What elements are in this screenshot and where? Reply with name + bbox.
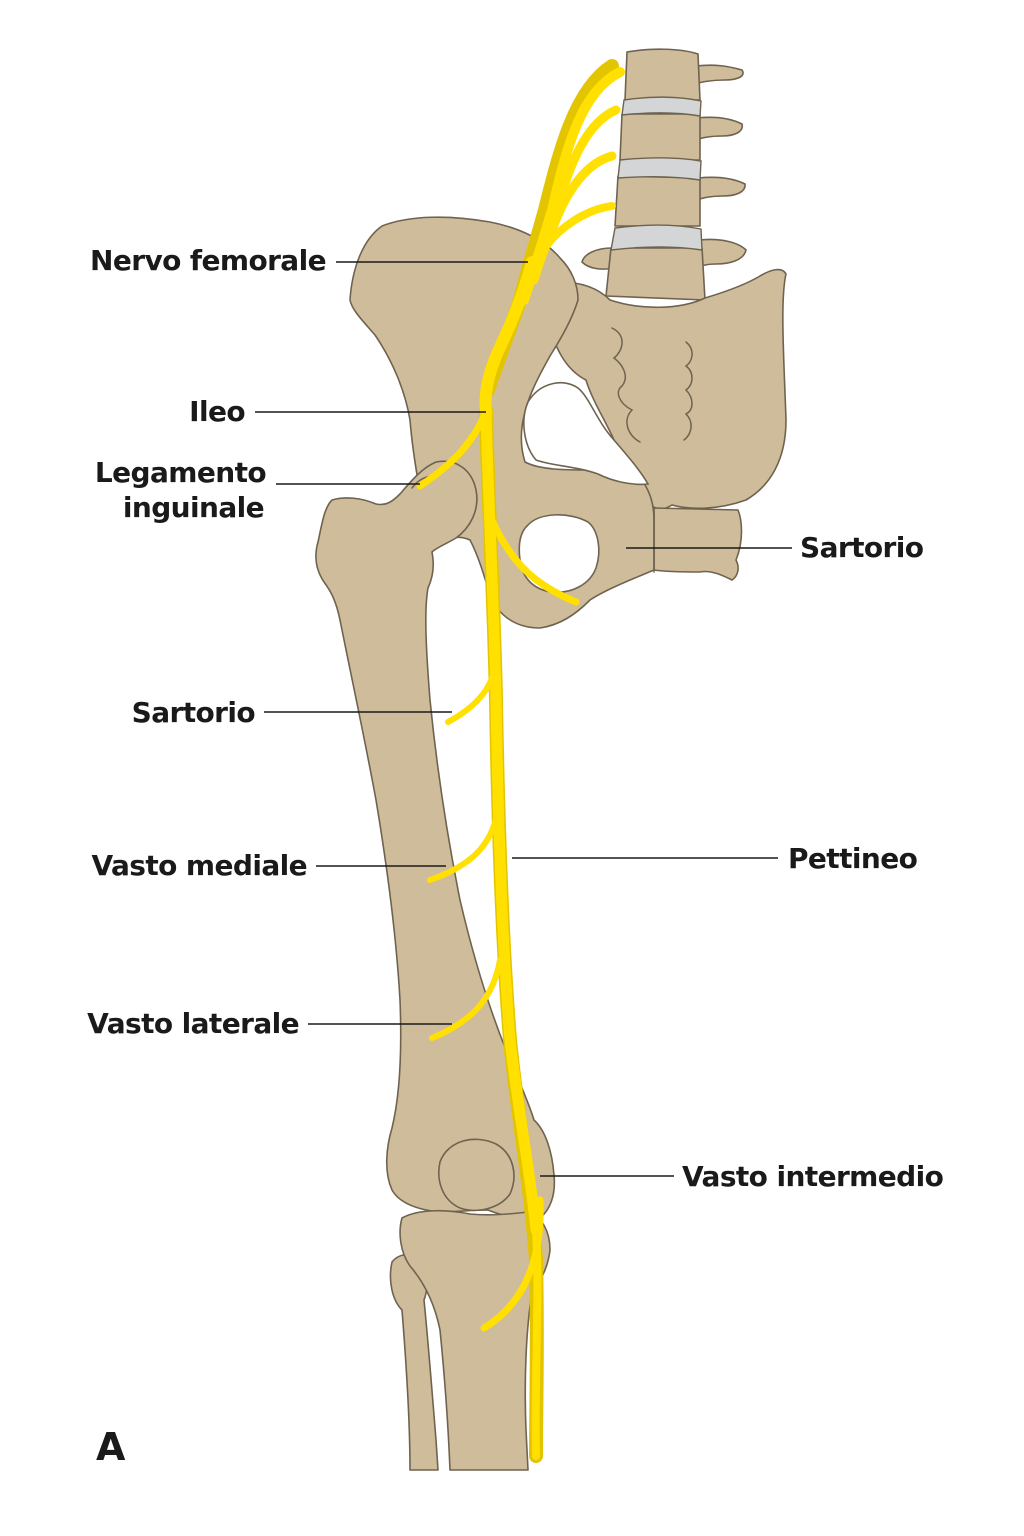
spinous-process-4 [697,238,747,269]
pelvic-inlet [523,381,650,486]
sacral-foramina-right [683,341,693,441]
disc-1 [621,96,702,117]
spinous-process-3 [697,176,746,201]
branch-sartorius [445,657,499,725]
spinous-process-2 [696,116,744,141]
disc-3 [610,224,703,251]
coccyx [653,507,743,581]
label-sartorio-left: Sartorio [132,696,256,729]
label-legamento-line2: inguinale [123,491,264,524]
label-sartorio-right: Sartorio [800,531,924,564]
spinous-process-1 [695,64,744,85]
label-ileo: Ileo [189,395,245,428]
label-vasto-laterale: Vasto laterale [87,1007,299,1040]
label-legamento-line1: Legamento [95,456,266,489]
branch-vastus-medialis [427,807,501,883]
vertebra-l2 [624,48,701,101]
patella [438,1138,515,1212]
tibia [399,1209,551,1471]
vertebra-l3 [619,113,701,161]
vertebra-l4 [614,175,701,227]
femoral-nerve [416,59,625,1463]
sacrum [549,268,787,510]
vertebra-l5 [605,247,706,301]
branch-vastus-lateralis [429,957,503,1041]
branch-pectineal-upper [488,516,580,606]
label-nervo-femorale: Nervo femorale [90,244,326,277]
transverse-process-left [581,247,615,270]
label-vasto-mediale: Vasto mediale [91,849,307,882]
panel-letter: A [96,1425,126,1469]
label-vasto-intermedio: Vasto intermedio [682,1160,944,1193]
disc-2 [617,157,702,181]
obturator-foramen [518,514,600,593]
sacral-foramina-left [611,327,641,443]
label-pettineo: Pettineo [788,842,918,875]
nerve-trunk-main [480,406,542,1236]
labels: Nervo femorale Ileo Legamento inguinale … [87,244,944,1469]
leader-lines [255,261,792,1177]
branch-inguinal [416,408,490,490]
nerve-trunk-upper [479,256,538,418]
femur [315,460,556,1220]
branch-knee [480,1196,544,1332]
skeleton [315,48,787,1471]
